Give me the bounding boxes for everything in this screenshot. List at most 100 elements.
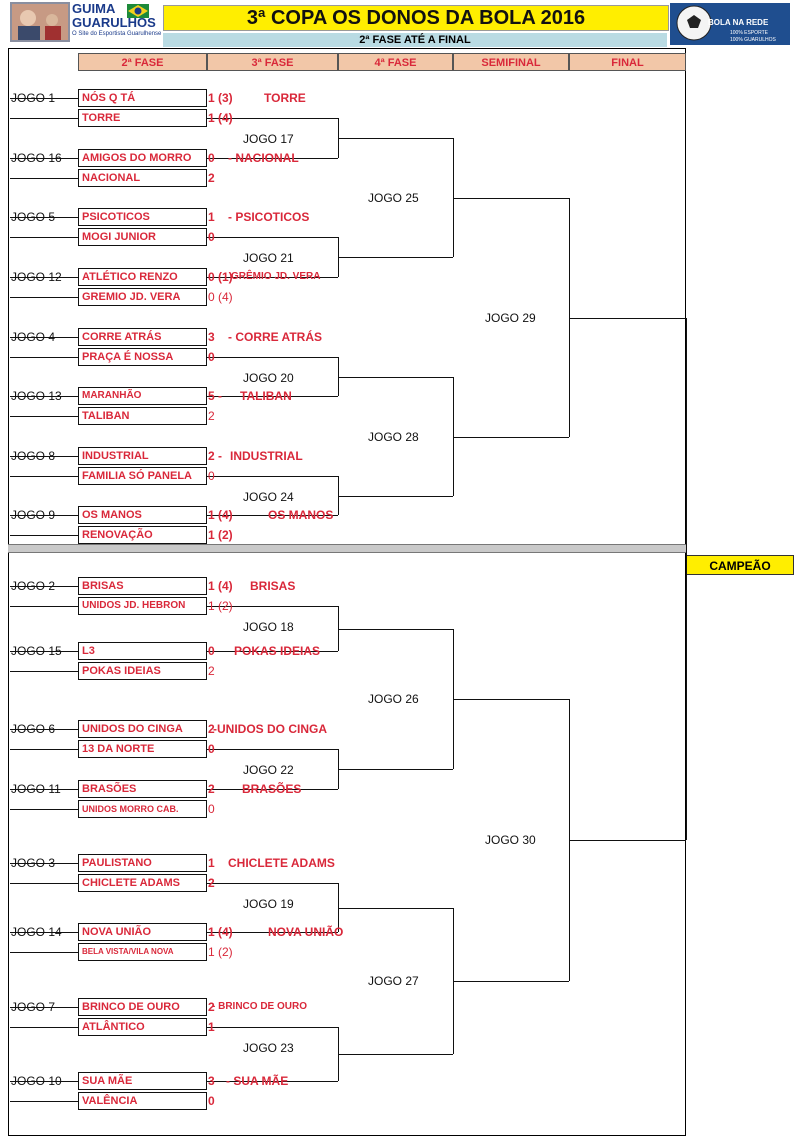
bracket-line [207, 606, 338, 607]
match-number: JOGO 16 [11, 151, 62, 165]
team-box: PSICOTICOS [78, 208, 207, 226]
bracket-line [10, 237, 78, 238]
bracket-line [338, 357, 339, 396]
team-box: NÓS Q TÁ [78, 89, 207, 107]
bracket-line [10, 952, 78, 953]
match-number: JOGO 13 [11, 389, 62, 403]
match-number: JOGO 15 [11, 644, 62, 658]
team-box: AMIGOS DO MORRO [78, 149, 207, 167]
right-logo-text: BOLA NA REDE [708, 18, 769, 27]
bracket-line [207, 476, 338, 477]
bracket-line [10, 789, 78, 790]
bracket-frame [8, 48, 686, 1136]
match-number: JOGO 2 [11, 579, 56, 593]
page-title: 3ª COPA OS DONOS DA BOLA 2016 [163, 5, 669, 31]
bracket-line [207, 789, 338, 790]
logo-graphic [670, 3, 790, 45]
team-box: RENOVAÇÃO [78, 526, 207, 544]
team-score: 2 [208, 664, 215, 678]
bracket-line [10, 396, 78, 397]
team-box: ATLÉTICO RENZO [78, 268, 207, 286]
bracket-line [10, 1027, 78, 1028]
team-score: 2 [208, 409, 215, 423]
advancing-team: OS MANOS [268, 508, 334, 522]
team-score: 2 [208, 782, 215, 796]
phase-header-3a-fase: 3ª FASE [207, 53, 338, 71]
bracket-line [569, 840, 686, 841]
team-score: 2 [208, 1000, 215, 1014]
bracket-line [207, 515, 338, 516]
bracket-line [10, 515, 78, 516]
match-number: JOGO 27 [368, 974, 419, 988]
champion-label: CAMPEÃO [686, 555, 794, 575]
team-score: 1 (2) [208, 945, 233, 959]
logo-tagline: O Site do Esportista Guarulhense [72, 31, 162, 37]
phase-header-final: FINAL [569, 53, 686, 71]
match-number: JOGO 1 [11, 91, 56, 105]
team-box: ATLÂNTICO [78, 1018, 207, 1036]
team-box: CORRE ATRÁS [78, 328, 207, 346]
bracket-line [207, 749, 338, 750]
bracket-line [338, 257, 453, 258]
bracket-line [207, 158, 338, 159]
bracket-line [207, 1027, 338, 1028]
match-number: JOGO 25 [368, 191, 419, 205]
team-score: 1 [208, 856, 215, 870]
bracket-line [207, 651, 338, 652]
team-box: SUA MÃE [78, 1072, 207, 1090]
team-box: PRAÇA É NOSSA [78, 348, 207, 366]
advancing-team: TALIBAN [240, 389, 292, 403]
bracket-line [569, 198, 570, 437]
team-score: 1 (4) [208, 579, 233, 593]
bracket-line [10, 277, 78, 278]
bracket-line [207, 277, 338, 278]
team-box: NOVA UNIÃO [78, 923, 207, 941]
bracket-line [338, 496, 453, 497]
team-score: 1 (4) [208, 111, 233, 125]
bracket-line [10, 476, 78, 477]
team-box: MARANHÃO [78, 387, 207, 405]
bracket-line [10, 586, 78, 587]
advancing-team: TORRE [264, 91, 306, 105]
team-score: 2 - [208, 449, 223, 463]
team-score: 2 [208, 722, 215, 736]
team-box: CHICLETE ADAMS [78, 874, 207, 892]
team-box: L3 [78, 642, 207, 660]
advancing-team: BRASÕES [242, 782, 302, 796]
team-score: 3 [208, 330, 215, 344]
bracket-line [338, 377, 453, 378]
advancing-team: GRÊMIO JD. VERA [231, 271, 321, 282]
bracket-line [207, 357, 338, 358]
match-number: JOGO 20 [243, 371, 294, 385]
bracket-line [10, 1081, 78, 1082]
page-subtitle: 2ª FASE ATÉ A FINAL [163, 33, 667, 47]
bracket-line [10, 1007, 78, 1008]
advancing-team: - NACIONAL [228, 151, 299, 165]
bracket-line [10, 158, 78, 159]
team-box: UNIDOS MORRO CAB. [78, 800, 207, 818]
phase-header-2a-fase: 2ª FASE [78, 53, 207, 71]
bracket-line [10, 297, 78, 298]
team-box: MOGI JUNIOR [78, 228, 207, 246]
team-score: 2 [208, 171, 215, 185]
bracket-line [207, 1081, 338, 1082]
bracket-line [207, 932, 338, 933]
team-score: 0 [208, 350, 215, 364]
bracket-line [10, 749, 78, 750]
bracket-line [10, 883, 78, 884]
team-score: 0 [208, 469, 215, 483]
bracket-line [453, 377, 454, 496]
team-score: 0 [208, 1094, 215, 1108]
bracket-line [10, 932, 78, 933]
bracket-line [10, 535, 78, 536]
bracket-line [686, 318, 687, 840]
bracket-line [10, 217, 78, 218]
team-score: 1 (4) [208, 508, 233, 522]
team-box: FAMILIA SÓ PANELA [78, 467, 207, 485]
bracket-line [10, 671, 78, 672]
team-score: 1 (2) [208, 528, 233, 542]
match-number: JOGO 4 [11, 330, 56, 344]
phase-header-semifinal: SEMIFINAL [453, 53, 569, 71]
bracket-line [453, 198, 569, 199]
